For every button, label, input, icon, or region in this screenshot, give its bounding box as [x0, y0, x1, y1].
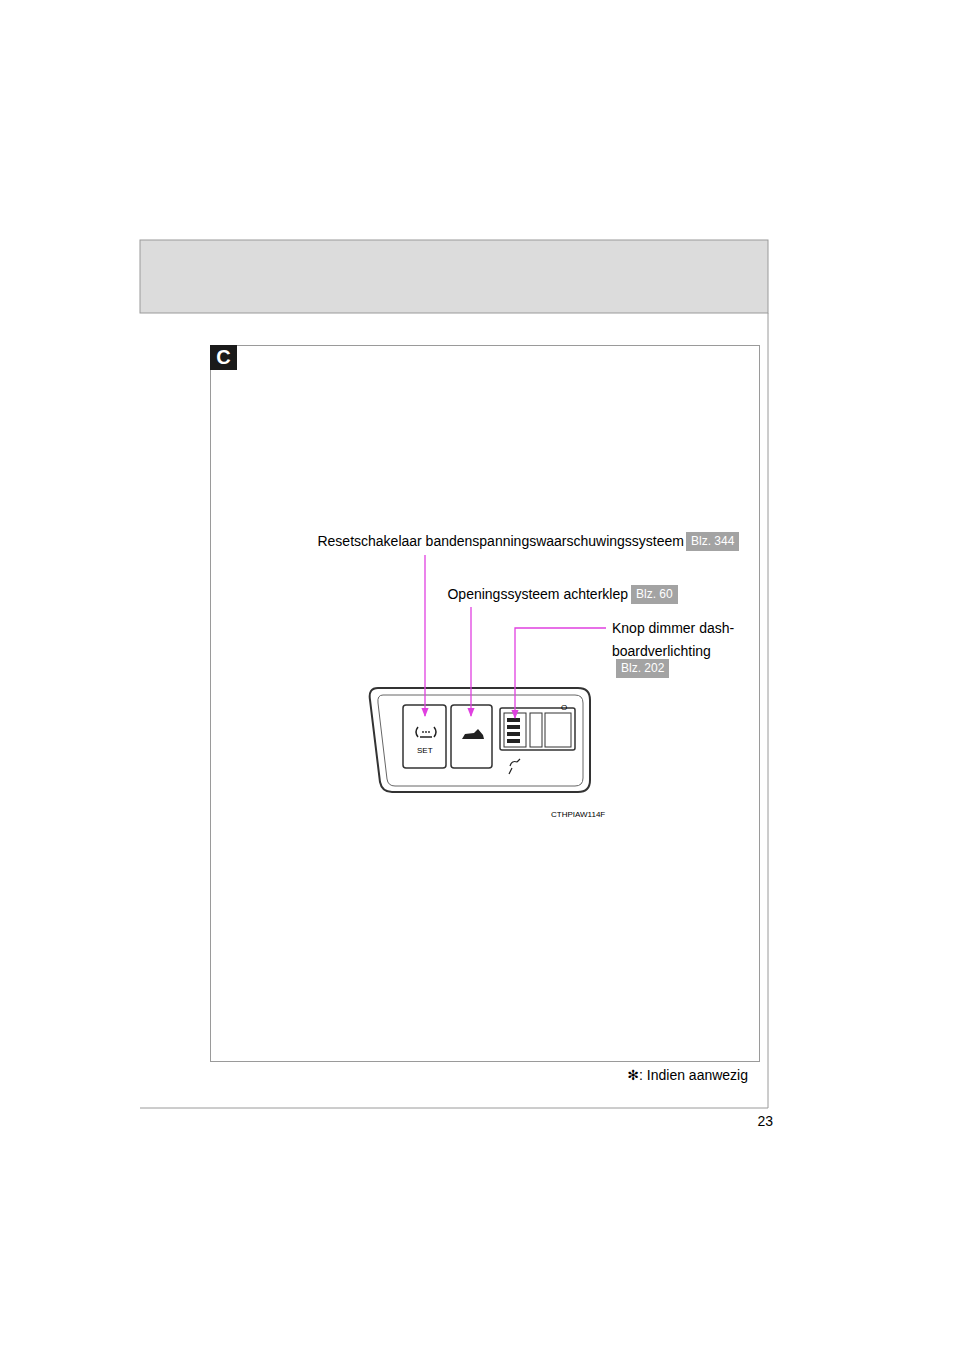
page-rule: [140, 1108, 768, 1109]
leader-line: [425, 555, 606, 718]
header-band: [140, 240, 768, 313]
page-reference-text: Blz. 202: [621, 661, 664, 675]
page-reference: Blz. 344: [686, 532, 739, 551]
section-letter: C: [210, 345, 237, 370]
callout-label: Openingssysteem achterklep: [447, 585, 628, 603]
switch-panel: [370, 688, 590, 792]
figure-code: CTHPIAW114F: [551, 810, 605, 820]
dimmer-mark: O: [561, 703, 567, 713]
footnote: ✻: Indien aanwezig: [627, 1066, 748, 1084]
page-rule: [768, 313, 769, 1108]
callout-label: Knop dimmer dash- boardverlichting: [612, 617, 752, 663]
section-letter-text: C: [216, 346, 230, 368]
callout-label: Resetschakelaar bandenspanningswaarschuw…: [317, 532, 684, 550]
section-frame: [211, 346, 760, 1062]
page-reference-text: Blz. 344: [691, 534, 734, 548]
button-text: SET: [417, 746, 433, 756]
page-reference-text: Blz. 60: [636, 587, 673, 601]
page-reference: Blz. 202: [616, 659, 669, 678]
page-number: 23: [757, 1112, 773, 1130]
page-reference: Blz. 60: [631, 585, 678, 604]
